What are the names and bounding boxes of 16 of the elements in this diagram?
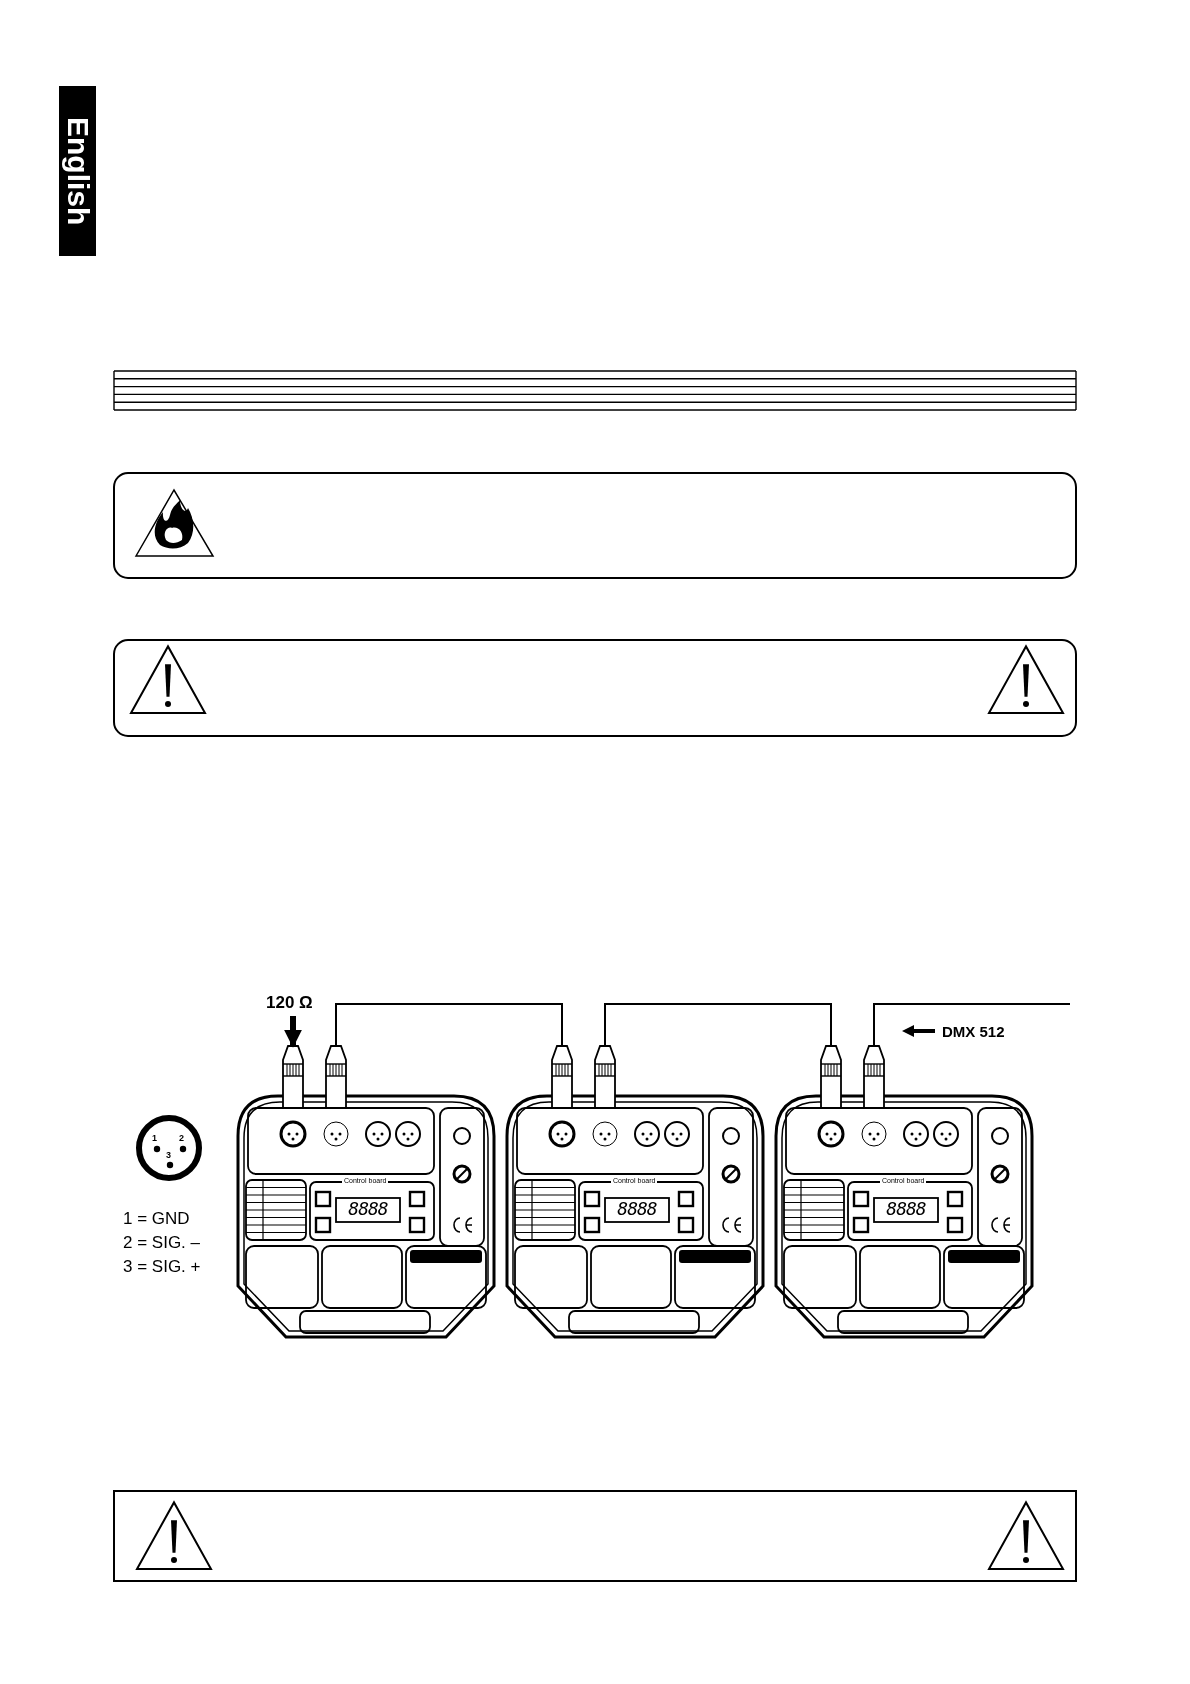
signal-label: DMX 512: [942, 1024, 1005, 1039]
arrow: [284, 1016, 302, 1048]
pin-assignment: 2 = SIG. –: [123, 1234, 200, 1251]
language-tab: English: [59, 86, 96, 256]
cable: [335, 1003, 563, 1047]
led-display-readout: 8888: [616, 1200, 658, 1218]
pin-number: 3: [166, 1151, 171, 1160]
pin-assignment: 1 = GND: [123, 1210, 190, 1227]
pin-number: 2: [179, 1134, 184, 1143]
cable: [873, 1003, 1071, 1047]
pin-number: 1: [152, 1134, 157, 1143]
pin-assignment: 3 = SIG. +: [123, 1258, 201, 1275]
resistor-value: 120 Ω: [266, 992, 326, 1014]
cable: [604, 1003, 832, 1047]
led-display-readout: 8888: [347, 1200, 389, 1218]
led-display-readout: 8888: [885, 1200, 927, 1218]
